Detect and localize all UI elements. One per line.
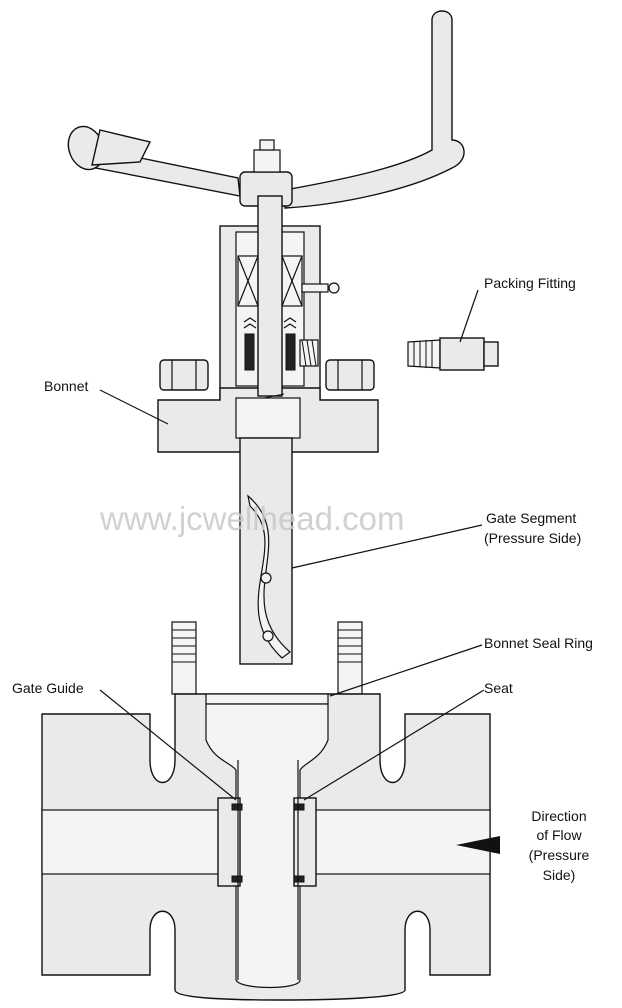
label-gate-segment: Gate Segment bbox=[486, 510, 576, 526]
bonnet bbox=[157, 225, 379, 453]
label-bonnet-seal-ring: Bonnet Seal Ring bbox=[484, 635, 593, 651]
label-direction-3: (Pressure bbox=[529, 847, 590, 863]
gate-segment bbox=[239, 437, 293, 665]
stem bbox=[235, 195, 301, 441]
bonnet-nuts bbox=[159, 359, 375, 391]
handwheel bbox=[67, 10, 465, 209]
label-direction-1: Direction bbox=[531, 808, 586, 824]
label-gate-segment-side: (Pressure Side) bbox=[484, 530, 581, 546]
studs bbox=[171, 621, 363, 695]
label-gate-guide: Gate Guide bbox=[12, 680, 84, 696]
labels: Packing Fitting Bonnet Gate Segment (Pre… bbox=[12, 275, 593, 883]
label-packing-fitting: Packing Fitting bbox=[484, 275, 576, 291]
label-seat: Seat bbox=[484, 680, 513, 696]
flow-arrow bbox=[456, 836, 500, 854]
label-direction-4: Side) bbox=[543, 867, 576, 883]
packing-fitting bbox=[407, 337, 499, 371]
label-bonnet: Bonnet bbox=[44, 378, 88, 394]
watermark-text: www.jcwellhead.com bbox=[99, 500, 404, 537]
leader-lines bbox=[99, 289, 485, 801]
valve-body bbox=[41, 693, 491, 1001]
label-direction-2: of Flow bbox=[536, 827, 582, 843]
